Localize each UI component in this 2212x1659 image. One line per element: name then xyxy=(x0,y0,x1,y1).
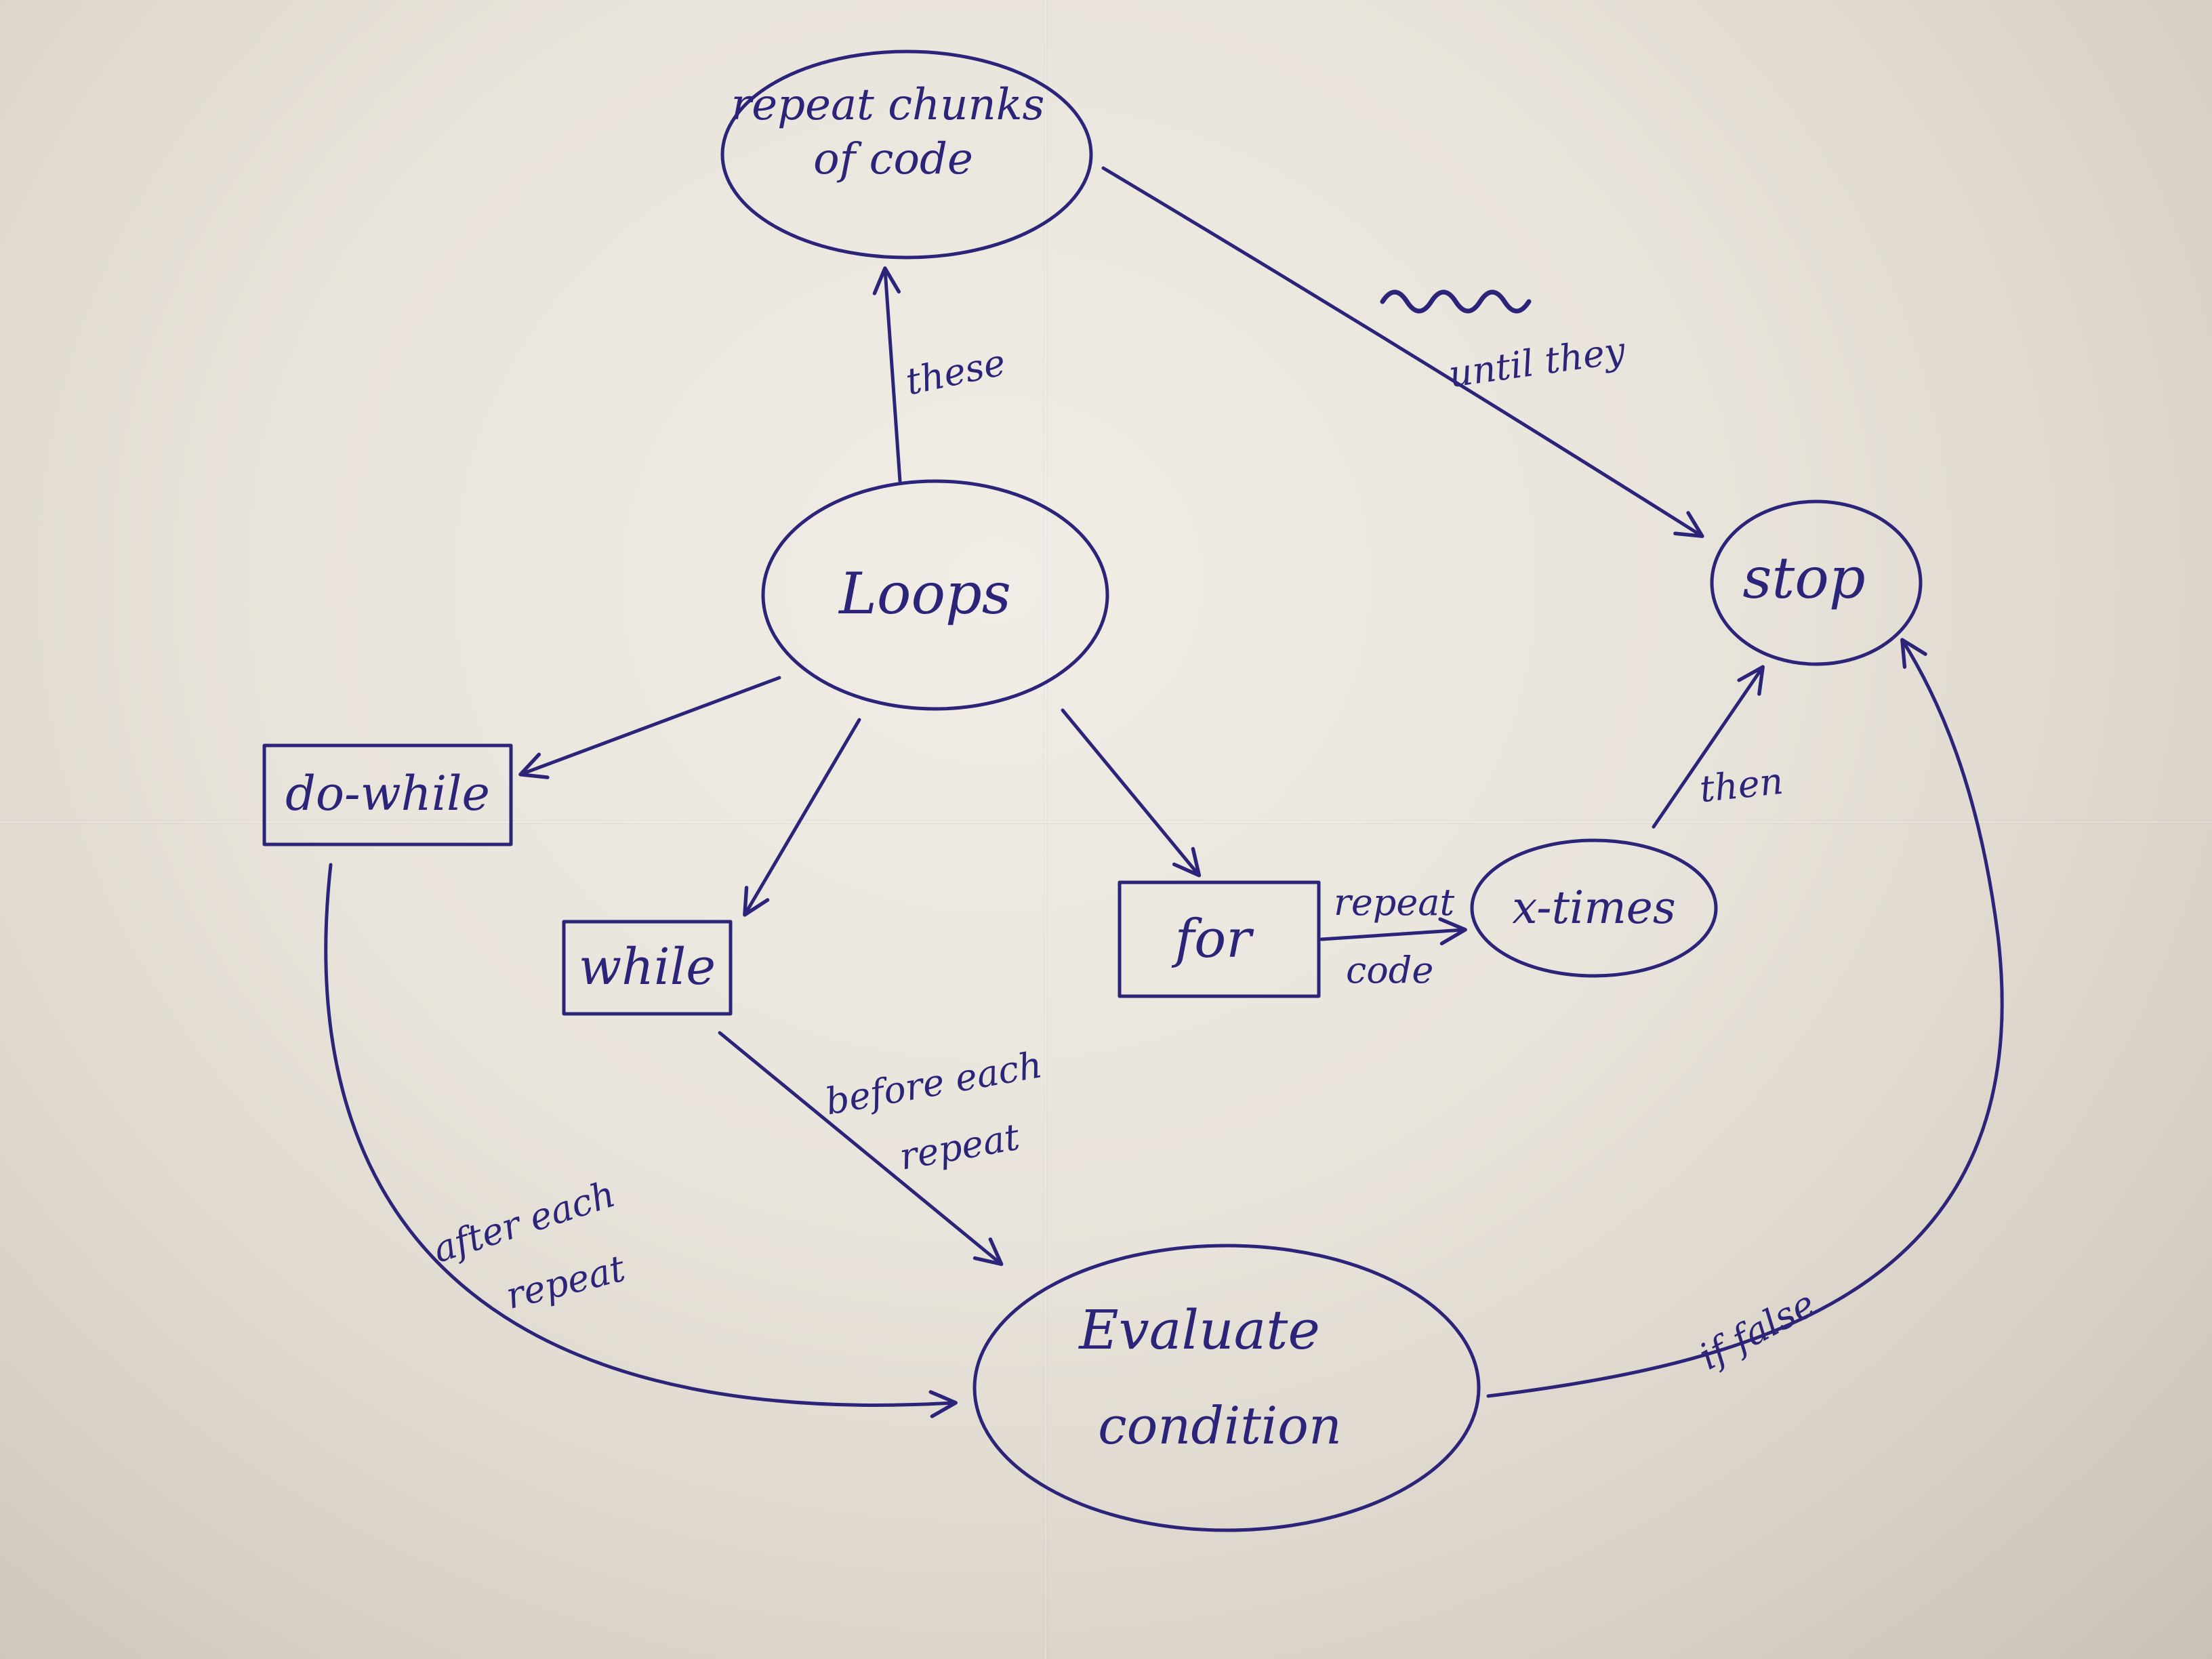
paper-fold-vertical xyxy=(1044,0,1048,1659)
node-while: while xyxy=(562,920,733,1016)
node-evaluate-label-1: Evaluate xyxy=(1078,1298,1320,1361)
node-for: for xyxy=(1118,880,1321,998)
node-x-times-label: x-times xyxy=(1512,882,1676,934)
edge-x-times-to-stop xyxy=(1652,665,1765,829)
paper-fold-horizontal xyxy=(0,820,2212,824)
edge-evaluate-to-stop xyxy=(1486,638,2004,1398)
edge-for-to-x-times xyxy=(1319,917,1467,945)
node-do-while-box xyxy=(262,743,513,846)
node-loops-label: Loops xyxy=(838,560,1011,627)
node-repeat-chunks-label-2: of code xyxy=(813,134,973,184)
edge-label-if-false: if false xyxy=(1692,1282,1822,1378)
edge-loops-to-while xyxy=(743,718,861,917)
node-loops-ellipse xyxy=(761,479,1109,711)
node-loops: Loops xyxy=(761,479,1109,711)
edge-label-repeat-code-2: code xyxy=(1346,949,1433,991)
edge-label-after-each-2: repeat xyxy=(501,1247,629,1317)
node-while-label: while xyxy=(579,938,716,996)
edge-do-while-to-evaluate xyxy=(324,863,958,1418)
node-do-while-label: do-while xyxy=(285,766,490,821)
node-evaluate-condition: Evaluate condition xyxy=(972,1244,1481,1532)
edge-label-these: these xyxy=(902,341,1009,403)
edge-loops-to-repeat xyxy=(872,266,902,483)
node-stop-label: stop xyxy=(1742,545,1865,611)
node-repeat-chunks-ellipse xyxy=(720,49,1093,260)
node-for-label: for xyxy=(1171,909,1254,970)
edge-label-until-they: until they xyxy=(1446,329,1629,396)
node-evaluate-ellipse xyxy=(972,1244,1481,1532)
node-for-box xyxy=(1118,880,1321,998)
edge-label-before-each-2: repeat xyxy=(897,1115,1023,1179)
node-while-box xyxy=(562,920,733,1016)
node-x-times-ellipse xyxy=(1470,838,1718,978)
edge-loops-to-for xyxy=(1061,708,1202,878)
node-x-times: x-times xyxy=(1470,838,1718,978)
node-stop: stop xyxy=(1710,499,1923,666)
node-evaluate-label-2: condition xyxy=(1098,1395,1342,1456)
edge-repeat-to-stop xyxy=(1101,166,1704,538)
node-repeat-chunks-label-1: repeat chunks xyxy=(731,80,1045,130)
edge-while-to-evaluate xyxy=(718,1031,1004,1267)
edge-loops-to-do-while xyxy=(518,676,781,779)
edge-label-before-each-1: before each xyxy=(822,1043,1045,1123)
edge-label-repeat-code-1: repeat xyxy=(1334,881,1454,924)
node-do-while: do-while xyxy=(262,743,513,846)
node-stop-ellipse xyxy=(1710,499,1923,666)
node-repeat-chunks: repeat chunks of code xyxy=(720,49,1093,260)
edge-label-then: then xyxy=(1698,760,1785,811)
scribble-mark xyxy=(1380,289,1532,314)
